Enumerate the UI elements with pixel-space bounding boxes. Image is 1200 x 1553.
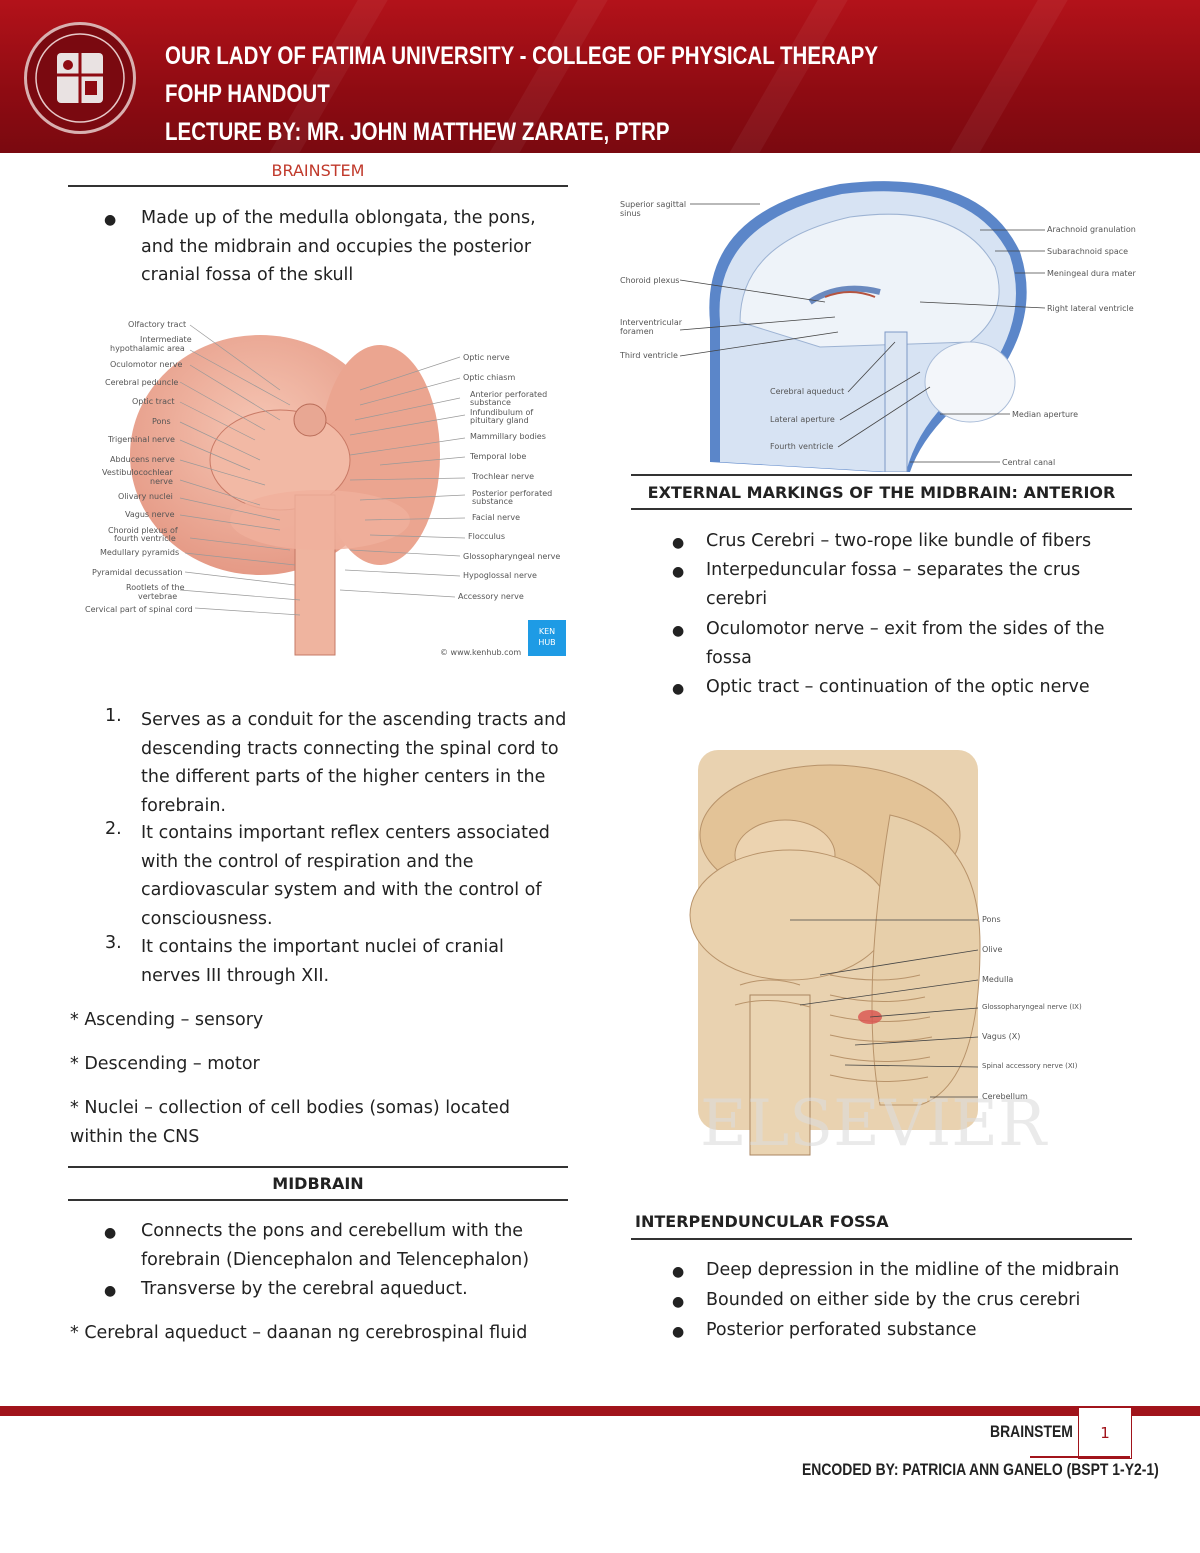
header-handout: FOHP HANDOUT: [165, 80, 330, 108]
header-university: OUR LADY OF FATIMA UNIVERSITY - COLLEGE …: [165, 42, 879, 70]
external-item-4: Optic tract – continuation of the optic …: [706, 677, 1090, 697]
list-item-3: It contains the important nuclei of cran…: [141, 937, 504, 986]
note-nuclei: * Nuclei – collection of cell bodies (so…: [70, 1098, 510, 1147]
external-item-1: Crus Cerebri – two-rope like bundle of f…: [706, 531, 1092, 551]
bullet-dot: ●: [672, 1264, 685, 1280]
bullet-dot: ●: [672, 535, 685, 551]
note-descending: * Descending – motor: [70, 1054, 260, 1074]
university-seal-icon: [24, 22, 136, 134]
divider: [631, 508, 1132, 510]
list-item-2: It contains important reflex centers ass…: [141, 823, 550, 929]
bullet-dot: ●: [104, 1225, 117, 1241]
divider: [68, 1199, 568, 1201]
divider: [631, 1238, 1132, 1240]
bullet-dot: ●: [672, 1324, 685, 1340]
interpeduncular-heading: INTERPENDUNCULAR FOSSA: [635, 1212, 889, 1231]
external-item-2: Interpeduncular fossa – separates the cr…: [706, 560, 1081, 609]
brainstem-figure: Olfactory tract Intermediate hypothalami…: [80, 310, 570, 660]
header-lecturer: LECTURE BY: MR. JOHN MATTHEW ZARATE, PTR…: [165, 118, 670, 146]
fossa-item-2: Bounded on either side by the crus cereb…: [706, 1290, 1081, 1310]
brainstem-definition: Made up of the medulla oblongata, the po…: [141, 208, 536, 285]
bullet-dot: ●: [672, 623, 685, 639]
midbrain-bullet-2: Transverse by the cerebral aqueduct.: [141, 1279, 468, 1299]
divider: [631, 474, 1132, 476]
footer-section: BRAINSTEM: [990, 1422, 1073, 1441]
footer-encoder: ENCODED BY: PATRICIA ANN GANELO (BSPT 1-…: [802, 1460, 1159, 1479]
brainstem-heading: BRAINSTEM: [271, 161, 365, 180]
page-number: 1: [1078, 1408, 1132, 1459]
divider: [68, 185, 568, 187]
ventricles-figure: Superior sagittal sinus Choroid plexus I…: [620, 172, 1140, 472]
list-number: 2.: [105, 819, 122, 839]
page-header: OUR LADY OF FATIMA UNIVERSITY - COLLEGE …: [0, 0, 1200, 153]
list-number: 3.: [105, 933, 122, 953]
footer-bar: [0, 1406, 1200, 1416]
divider: [68, 1166, 568, 1168]
bullet-dot: ●: [672, 1294, 685, 1310]
external-item-3: Oculomotor nerve – exit from the sides o…: [706, 619, 1105, 668]
bullet-dot: ●: [672, 681, 685, 697]
note-cerebral-aqueduct: * Cerebral aqueduct – daanan ng cerebros…: [70, 1323, 528, 1343]
fossa-item-1: Deep depression in the midline of the mi…: [706, 1260, 1120, 1280]
note-ascending: * Ascending – sensory: [70, 1010, 264, 1030]
fossa-item-3: Posterior perforated substance: [706, 1320, 977, 1340]
footer-rule: [1030, 1456, 1130, 1458]
bullet-dot: ●: [104, 212, 117, 228]
bullet-dot: ●: [672, 564, 685, 580]
bullet-dot: ●: [104, 1283, 117, 1299]
svg-text:ELSEVIER: ELSEVIER: [700, 1087, 1048, 1161]
midbrain-heading: MIDBRAIN: [272, 1174, 364, 1193]
external-markings-heading: EXTERNAL MARKINGS OF THE MIDBRAIN: ANTER…: [647, 483, 1116, 502]
midbrain-anterior-figure: ELSEVIER Pons Olive Medulla Glossopharyn…: [680, 745, 1082, 1165]
list-item-1: Serves as a conduit for the ascending tr…: [141, 710, 567, 816]
midbrain-bullet-1: Connects the pons and cerebellum with th…: [141, 1221, 530, 1270]
list-number: 1.: [105, 706, 122, 726]
